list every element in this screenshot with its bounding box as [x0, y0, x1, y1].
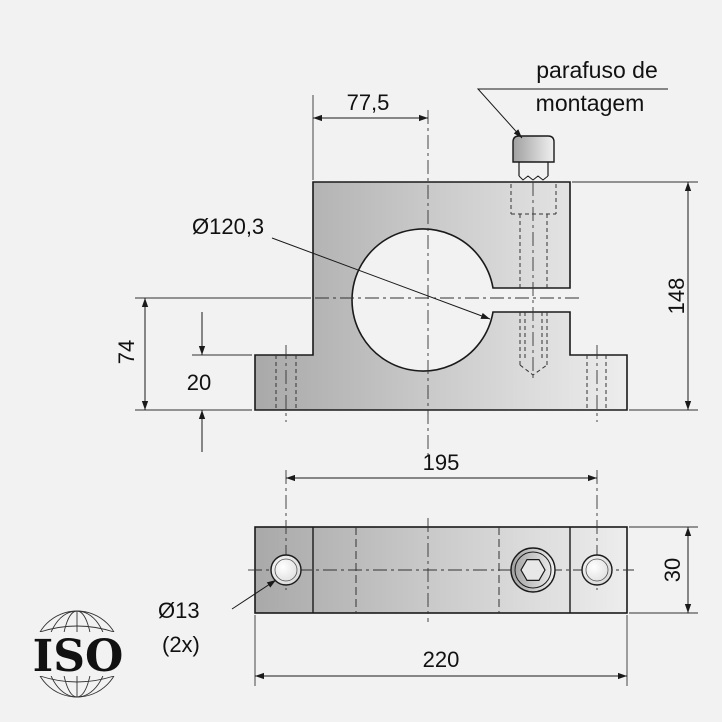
- dim-base-thickness: 20: [187, 370, 211, 395]
- label-mounting-screw-line1: parafuso de: [536, 57, 657, 83]
- dim-hole-count: (2x): [162, 632, 200, 657]
- top-view: 195 220 30 Ø13 (2x): [158, 450, 698, 686]
- dim-bore-diameter: Ø120,3: [192, 214, 264, 239]
- clamp-body-front: [254, 181, 628, 411]
- dim-total-height: 148: [664, 278, 689, 315]
- iso-logo-text: ISO: [33, 631, 124, 682]
- front-view: 77,5 Ø120,3 148 74 20 parafuso de montag…: [114, 57, 698, 460]
- dim-center-height: 74: [114, 340, 139, 364]
- mounting-screw-head: [512, 135, 555, 181]
- screw-head-top-view: [510, 547, 556, 593]
- iso-logo: ISO: [28, 610, 128, 698]
- dim-hole-diameter: Ø13: [158, 598, 200, 623]
- mounting-hole-left: [270, 554, 302, 586]
- dim-slot-width: 77,5: [347, 90, 390, 115]
- label-mounting-screw-line2: montagem: [536, 90, 645, 116]
- dim-depth: 30: [660, 558, 685, 582]
- dim-hole-spacing: 195: [423, 450, 460, 475]
- dim-total-length: 220: [423, 647, 460, 672]
- center-lines-front: [285, 110, 598, 460]
- extension-lines-front: [135, 95, 698, 411]
- mounting-hole-right: [581, 554, 613, 586]
